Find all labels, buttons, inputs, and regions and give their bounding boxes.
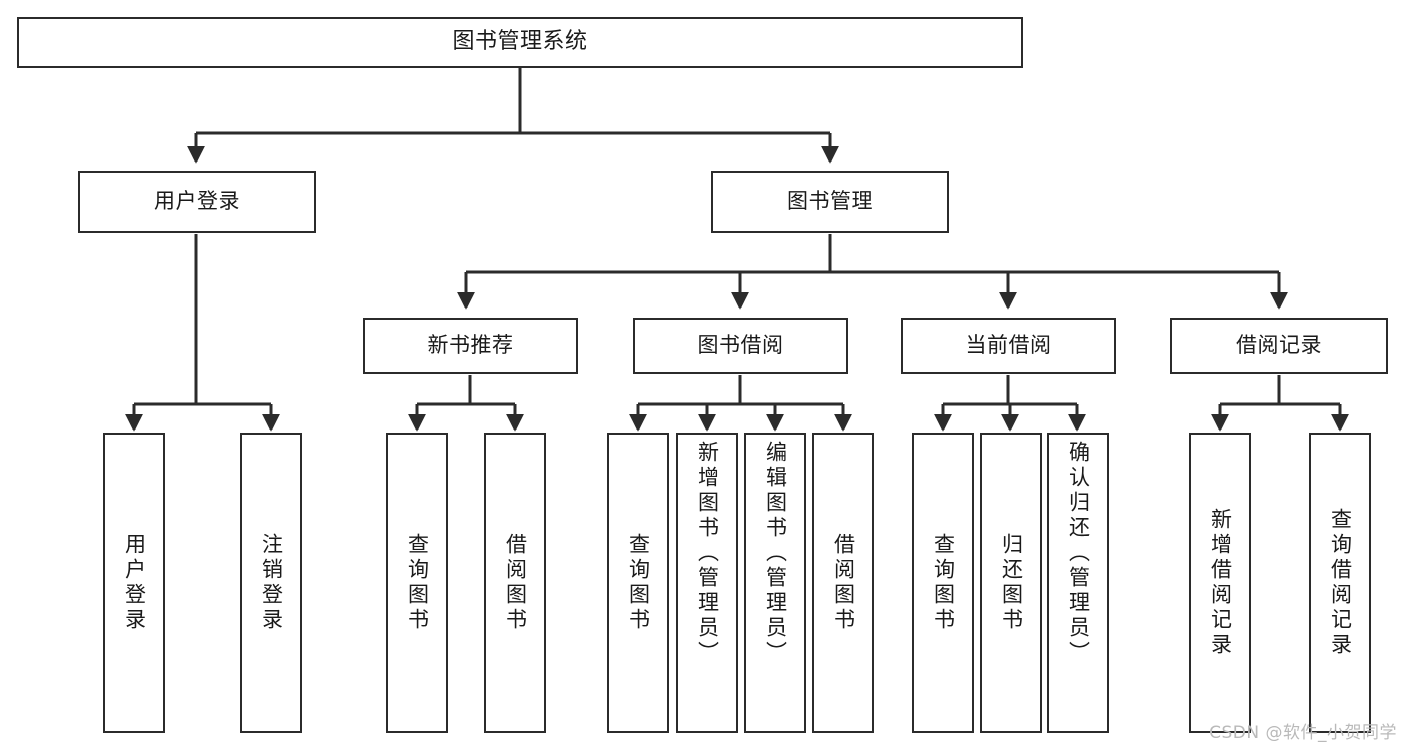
node-leaf-borrow-book-1-label: 借阅图书 xyxy=(503,533,528,633)
node-leaf-query-book-3[interactable]: 查询图书 xyxy=(912,433,974,733)
node-user-login[interactable]: 用户登录 xyxy=(78,171,316,233)
node-leaf-user-login-label: 用户登录 xyxy=(122,533,147,633)
node-leaf-query-book-1-label: 查询图书 xyxy=(405,533,430,633)
watermark: CSDN @软件_小贺同学 xyxy=(1209,723,1397,743)
node-leaf-borrow-book-2-label: 借阅图书 xyxy=(831,533,856,633)
node-leaf-query-book-3-label: 查询图书 xyxy=(931,533,956,633)
node-leaf-edit-book-label: 编辑图书（管理员） xyxy=(763,441,788,666)
node-leaf-query-record-label: 查询借阅记录 xyxy=(1328,508,1353,658)
node-leaf-logout-label: 注销登录 xyxy=(259,533,284,633)
node-borrow-record-label: 借阅记录 xyxy=(1236,333,1322,358)
node-leaf-borrow-book-1[interactable]: 借阅图书 xyxy=(484,433,546,733)
node-leaf-add-book[interactable]: 新增图书（管理员） xyxy=(676,433,738,733)
node-borrow-record[interactable]: 借阅记录 xyxy=(1170,318,1388,374)
node-leaf-query-record[interactable]: 查询借阅记录 xyxy=(1309,433,1371,733)
node-root-label: 图书管理系统 xyxy=(452,29,588,55)
node-current-borrow-label: 当前借阅 xyxy=(965,333,1052,358)
node-book-borrow-label: 图书借阅 xyxy=(697,333,784,358)
node-leaf-logout[interactable]: 注销登录 xyxy=(240,433,302,733)
node-leaf-query-book-2-label: 查询图书 xyxy=(626,533,651,633)
node-leaf-borrow-book-2[interactable]: 借阅图书 xyxy=(812,433,874,733)
node-leaf-query-book-1[interactable]: 查询图书 xyxy=(386,433,448,733)
node-leaf-return-book[interactable]: 归还图书 xyxy=(980,433,1042,733)
node-book-borrow[interactable]: 图书借阅 xyxy=(633,318,848,374)
node-leaf-query-book-2[interactable]: 查询图书 xyxy=(607,433,669,733)
node-leaf-add-record[interactable]: 新增借阅记录 xyxy=(1189,433,1251,733)
node-leaf-user-login[interactable]: 用户登录 xyxy=(103,433,165,733)
node-current-borrow[interactable]: 当前借阅 xyxy=(901,318,1116,374)
node-book-manage-label: 图书管理 xyxy=(787,189,873,214)
node-new-book-recommend-label: 新书推荐 xyxy=(427,333,514,358)
node-leaf-add-record-label: 新增借阅记录 xyxy=(1208,508,1233,658)
node-book-manage[interactable]: 图书管理 xyxy=(711,171,949,233)
node-leaf-confirm-return[interactable]: 确认归还（管理员） xyxy=(1047,433,1109,733)
node-leaf-edit-book[interactable]: 编辑图书（管理员） xyxy=(744,433,806,733)
node-user-login-label: 用户登录 xyxy=(154,189,240,214)
node-leaf-confirm-return-label: 确认归还（管理员） xyxy=(1066,441,1091,666)
node-leaf-return-book-label: 归还图书 xyxy=(999,533,1024,633)
node-root[interactable]: 图书管理系统 xyxy=(17,17,1023,68)
node-new-book-recommend[interactable]: 新书推荐 xyxy=(363,318,578,374)
node-leaf-add-book-label: 新增图书（管理员） xyxy=(695,441,720,666)
